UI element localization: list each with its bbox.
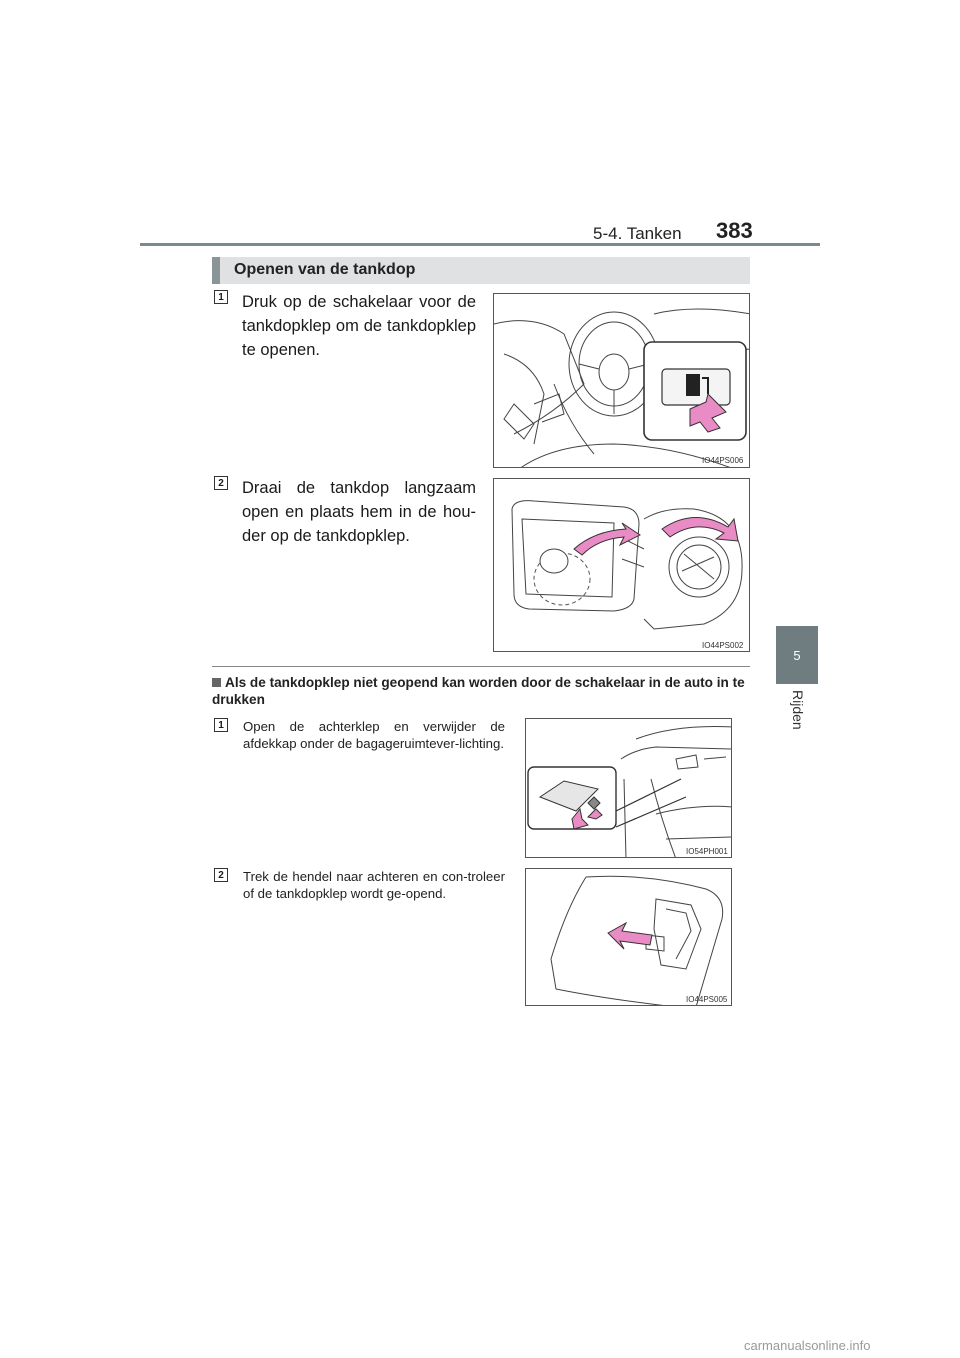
sub-step-number-2: 2 xyxy=(214,868,228,882)
bullet-square-icon xyxy=(212,678,221,687)
figure-code-4: IO44PS005 xyxy=(686,995,728,1004)
chapter-tab: 5 xyxy=(776,626,818,684)
sub-step-text-1: Open de achterklep en verwijder de afdek… xyxy=(243,719,505,751)
section-heading: Openen van de tankdop xyxy=(212,257,750,284)
subsection-divider xyxy=(212,666,750,667)
section-heading-title: Openen van de tankdop xyxy=(234,261,416,278)
figure-tailgate: IO54PH001 xyxy=(525,718,732,858)
step-text-2: Draai de tankdop langzaam open en plaats… xyxy=(242,479,476,545)
page-number: 383 xyxy=(716,218,753,243)
step-number-1: 1 xyxy=(214,290,228,304)
figure-release-lever: IO44PS005 xyxy=(525,868,732,1006)
watermark: carmanualsonline.info xyxy=(744,1338,871,1353)
tailgate-illustration xyxy=(527,726,731,857)
figure-fuel-switch: IO44PS006 xyxy=(493,293,750,468)
fuel-switch-illustration xyxy=(494,308,749,467)
release-lever-illustration xyxy=(550,875,724,1005)
sub-step-text-2: Trek de hendel naar achteren en con-trol… xyxy=(243,869,505,901)
step-number-2: 2 xyxy=(214,476,228,490)
subsection-heading: Als de tankdopklep niet geopend kan word… xyxy=(212,674,750,708)
subsection-heading-text: Als de tankdopklep niet geopend kan word… xyxy=(212,675,745,707)
figure-code-3: IO54PH001 xyxy=(686,847,728,856)
figure-fuel-cap: IO44PS002 xyxy=(493,478,750,652)
figure-code-1: IO44PS006 xyxy=(702,456,744,465)
figure-code-2: IO44PS002 xyxy=(702,641,744,650)
header-divider xyxy=(140,243,820,246)
section-breadcrumb: 5-4. Tanken xyxy=(593,224,682,243)
sub-step-number-1: 1 xyxy=(214,718,228,732)
step-text-1: Druk op de schakelaar voor de tankdopkle… xyxy=(242,293,476,359)
chapter-label: Rijden xyxy=(790,690,806,730)
fuel-cap-illustration xyxy=(511,500,743,630)
